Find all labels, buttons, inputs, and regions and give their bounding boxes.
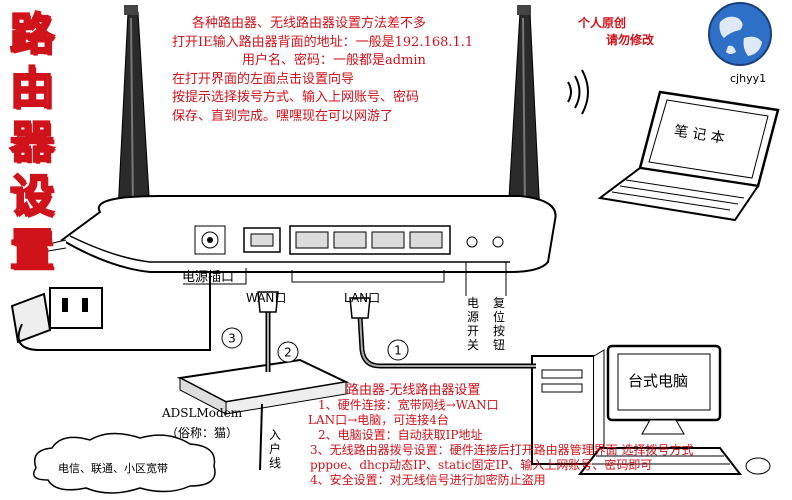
side-title-char: 路 (9, 8, 55, 61)
step-marker-3-label: 3 (228, 332, 236, 346)
reset-button-label: 复位按钮 (493, 296, 506, 352)
intro-line: 按提示选择拨号方式、输入上网账号、密码 (172, 90, 420, 105)
modem-label: ADSLModem (162, 406, 243, 420)
side-title-char: 设 (9, 170, 55, 223)
cables (259, 310, 536, 471)
router-body (39, 195, 557, 273)
intro-line: 在打开界面的左面点击设置向导 (172, 71, 355, 87)
power-adapter-icon (10, 272, 211, 351)
intro-line: 用户名、密码：一般都是admin (242, 53, 426, 68)
step-line: LAN口→电脑，可连接4台 (308, 413, 449, 427)
step-line: 1、硬件连接：宽带网线→WAN口 (318, 398, 499, 412)
isp-label: 电信、联通、小区宽带 (58, 462, 168, 475)
globe-logo-icon (708, 2, 772, 66)
step-line: 3、无线路由器拨号设置：硬件连接后打开路由器管理界面 选择拨号方式 (310, 443, 694, 457)
wan-port-label: WAN口 (246, 291, 287, 305)
rj45-plug-lan (349, 297, 371, 319)
desktop-label: 台式电脑 (628, 372, 689, 390)
isp-cloud (33, 432, 216, 494)
desktop-computer-icon (531, 344, 771, 475)
adsl-modem-icon (176, 358, 350, 415)
power-switch-label: 电源开关 (467, 296, 480, 352)
side-title-char: 器 (9, 116, 55, 169)
power-port-label: 电源插口 (182, 270, 235, 285)
side-title-char: 置 (9, 224, 55, 277)
rj45-plug-wan (257, 291, 279, 313)
modem-alias-label: （俗称：猫） (166, 426, 239, 440)
step-marker-3 (221, 327, 243, 349)
step-marker-1 (387, 339, 409, 361)
laptop-icon (597, 90, 780, 222)
step-marker-2 (277, 341, 299, 363)
author-name: cjhyy1 (730, 72, 767, 85)
intro-line: 保存、直到完成。嘿嘿现在可以网游了 (172, 108, 394, 124)
intro-text: 各种路由器、无线路由器设置方法差不多 打开IE输入路由器背面的地址：一般是192… (170, 15, 473, 126)
step-line: 4、安全设置：对无线信号进行加密防止盗用 (310, 473, 546, 487)
step-line: pppoe、dhcp动态IP、static固定IP、输入上网账号、密码即可 (310, 458, 653, 472)
brand-line: 个人原创 (578, 16, 627, 30)
intro-line: 打开IE输入路由器背面的地址：一般是192.168.1.1 (172, 34, 474, 50)
intro-line: 各种路由器、无线路由器设置方法差不多 (192, 16, 427, 31)
incoming-line-label: 入户线 (269, 428, 282, 470)
step-marker-2-label: 2 (284, 346, 292, 360)
step-line: 2、电脑设置：自动获取IP地址 (318, 428, 483, 442)
side-title-char: 由 (9, 62, 55, 115)
router-antenna-right (507, 5, 541, 216)
steps-title: 路由器-无线路由器设置 (346, 383, 481, 398)
step-marker-1-label: 1 (394, 344, 402, 358)
setup-steps: 路由器-无线路由器设置 1、硬件连接：宽带网线→WAN口 LAN口→电脑，可连接… (308, 383, 693, 488)
wifi-signal-icon (567, 69, 589, 115)
brand-note: 个人原创 请勿修改 (578, 15, 654, 49)
port-brackets (183, 262, 507, 296)
router-antenna-left (117, 5, 151, 213)
brand-line: 请勿修改 (606, 33, 655, 47)
lan-port-label: LAN口 (344, 291, 381, 305)
side-title: 路 由 器 设 置 (6, 8, 58, 278)
